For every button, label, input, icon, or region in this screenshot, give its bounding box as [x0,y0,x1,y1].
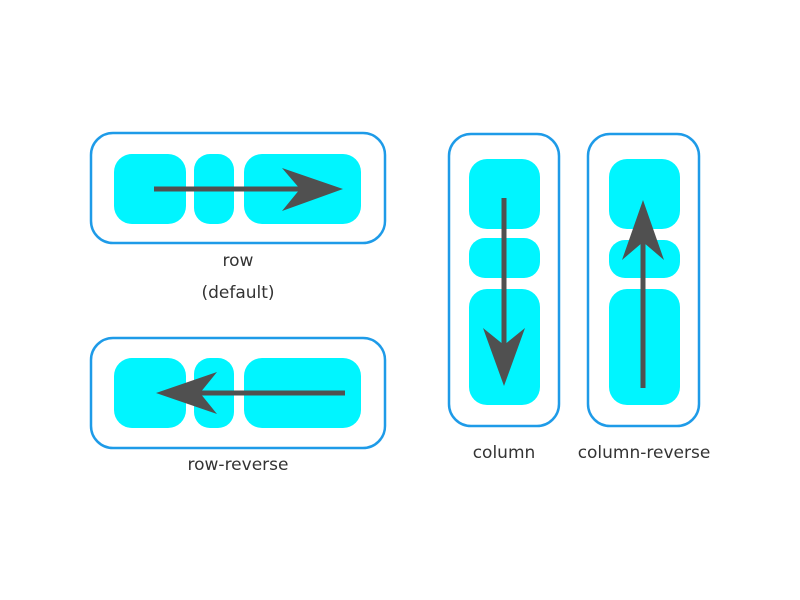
column-reverse-example [586,132,701,428]
column-container [447,132,561,428]
row-reverse-container [89,336,387,450]
row-reverse-label: row-reverse [187,455,289,475]
row-reverse-item-1 [114,358,186,428]
column-reverse-label: column-reverse [577,443,711,463]
row-label: row [222,251,254,271]
column-reverse-item-1 [609,159,680,229]
row-reverse-example [89,336,387,450]
arrow-left-icon [156,372,345,414]
column-item-1 [469,159,540,229]
row-item-1 [114,154,186,224]
column-reverse-container [586,132,701,428]
arrow-up-icon [622,200,664,388]
column-label: column [472,443,536,463]
row-example [89,131,387,245]
column-example [447,132,561,428]
row-container [89,131,387,245]
arrow-down-icon [483,198,525,386]
arrow-right-icon [154,168,343,211]
row-default-note: (default) [201,283,275,303]
